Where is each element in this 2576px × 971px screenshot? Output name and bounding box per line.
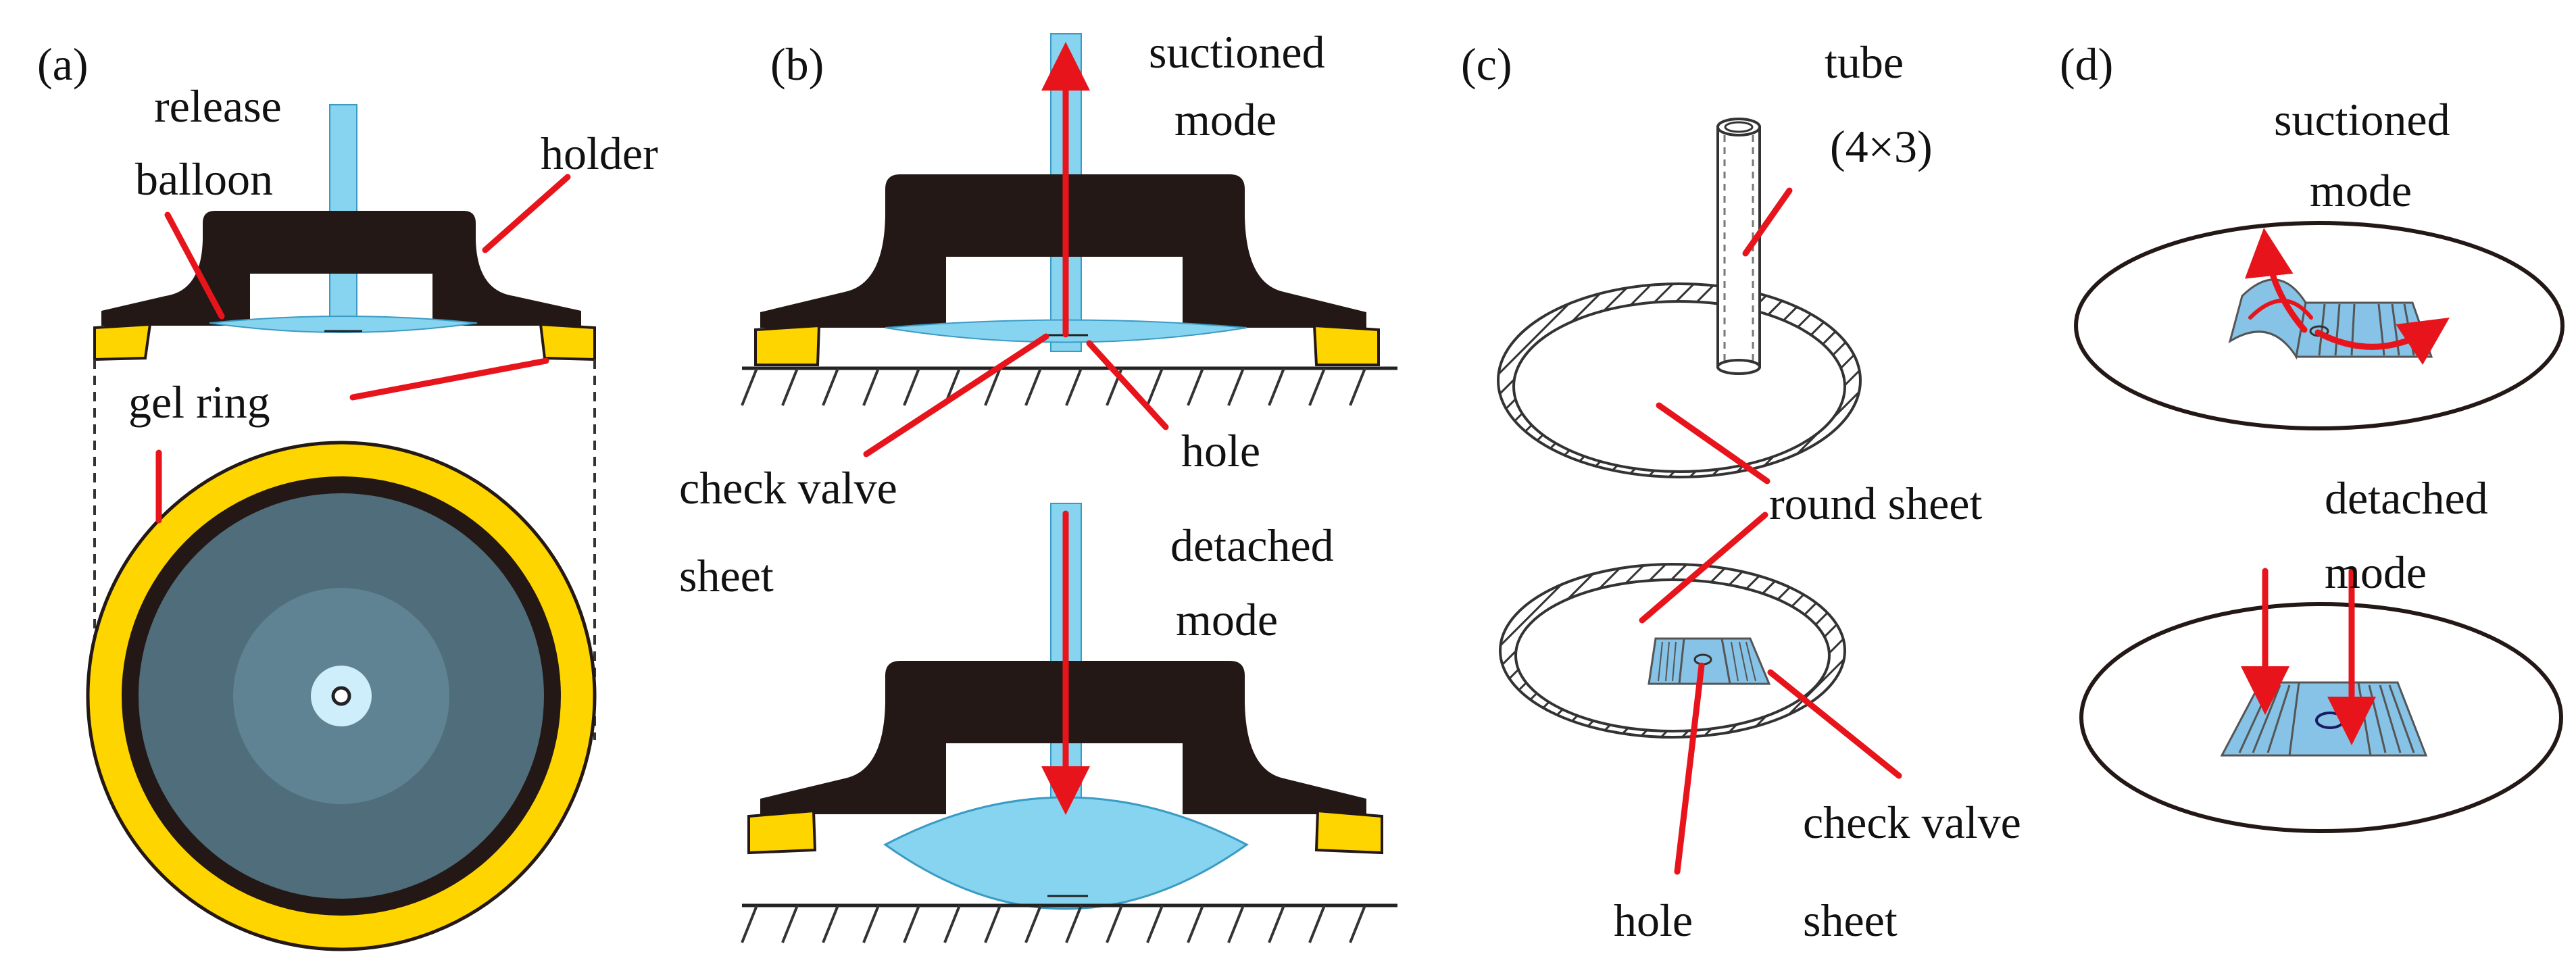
release-balloon	[209, 316, 478, 333]
airflow-suctioned-loop	[2248, 299, 2313, 320]
leader-round-sheet-top	[1656, 402, 1770, 484]
gel-ring-top-right	[1312, 324, 1380, 366]
check-valve-sheet-c	[1648, 637, 1771, 685]
panel-a: (a) release balloon holder gel ring	[37, 39, 658, 951]
label-balloon: balloon	[135, 153, 273, 205]
round-sheet-top-inner	[1512, 300, 1846, 473]
label-suctioned-mode: mode	[1174, 94, 1277, 145]
label-hole: hole	[1181, 425, 1260, 476]
airflow-suctioned-right	[2314, 318, 2450, 365]
label-suctioned-d: suctioned	[2274, 94, 2450, 145]
ground-hatch-bottom	[741, 905, 1366, 943]
holder	[101, 211, 581, 326]
label-suctioned-mode-d: mode	[2310, 165, 2412, 216]
airflow-suctioned-left	[2244, 228, 2308, 333]
label-round-sheet: round sheet	[1769, 478, 1982, 529]
label-check-valve: check valve	[679, 462, 897, 514]
ground-hatch-top	[741, 368, 1366, 406]
gel-ring-top-left	[754, 324, 821, 366]
label-holder: holder	[541, 128, 658, 179]
leader-gel-ring	[349, 357, 549, 401]
label-tube: tube	[1825, 36, 1904, 88]
panel-a-label: (a)	[37, 39, 88, 90]
label-check-valve-sheet: sheet	[679, 550, 774, 601]
label-release: release	[154, 80, 282, 132]
panel-c: (c) tube (4	[1461, 36, 2021, 946]
leader-check-valve-c	[1767, 669, 1902, 779]
label-gel-ring: gel ring	[128, 376, 270, 428]
panel-d: (d)	[2060, 39, 2565, 833]
hole-bottom-view	[331, 686, 351, 706]
gel-ring-bottom-right	[1314, 809, 1383, 855]
label-hole-c: hole	[1614, 895, 1693, 946]
panel-b: (b)	[679, 26, 1397, 943]
leader-tube	[1742, 187, 1793, 257]
gel-ring-left	[93, 322, 152, 362]
gel-ring-bottom-left	[747, 809, 817, 855]
label-check-valve-sheet-c: sheet	[1803, 895, 1898, 946]
leader-check-valve	[863, 333, 1049, 457]
gel-ring-right	[539, 322, 596, 362]
label-suctioned: suctioned	[1149, 26, 1325, 78]
label-check-valve-c: check valve	[1803, 797, 2021, 848]
label-detached: detached	[1170, 520, 1334, 571]
leader-hole	[1086, 340, 1169, 430]
leader-balloon	[164, 211, 225, 320]
panel-c-label: (c)	[1461, 39, 1512, 90]
balloon-bottom	[883, 796, 1249, 910]
label-detached-mode: mode	[1176, 594, 1278, 645]
leader-holder	[482, 174, 571, 253]
leader-hole-c	[1674, 662, 1705, 875]
leader-round-sheet-bottom	[1639, 512, 1768, 624]
label-detached-d: detached	[2325, 472, 2488, 524]
panel-b-label: (b)	[770, 39, 824, 90]
panel-d-label: (d)	[2060, 39, 2113, 90]
label-tube-size: (4×3)	[1830, 121, 1933, 172]
label-detached-mode-d: mode	[2325, 547, 2427, 598]
